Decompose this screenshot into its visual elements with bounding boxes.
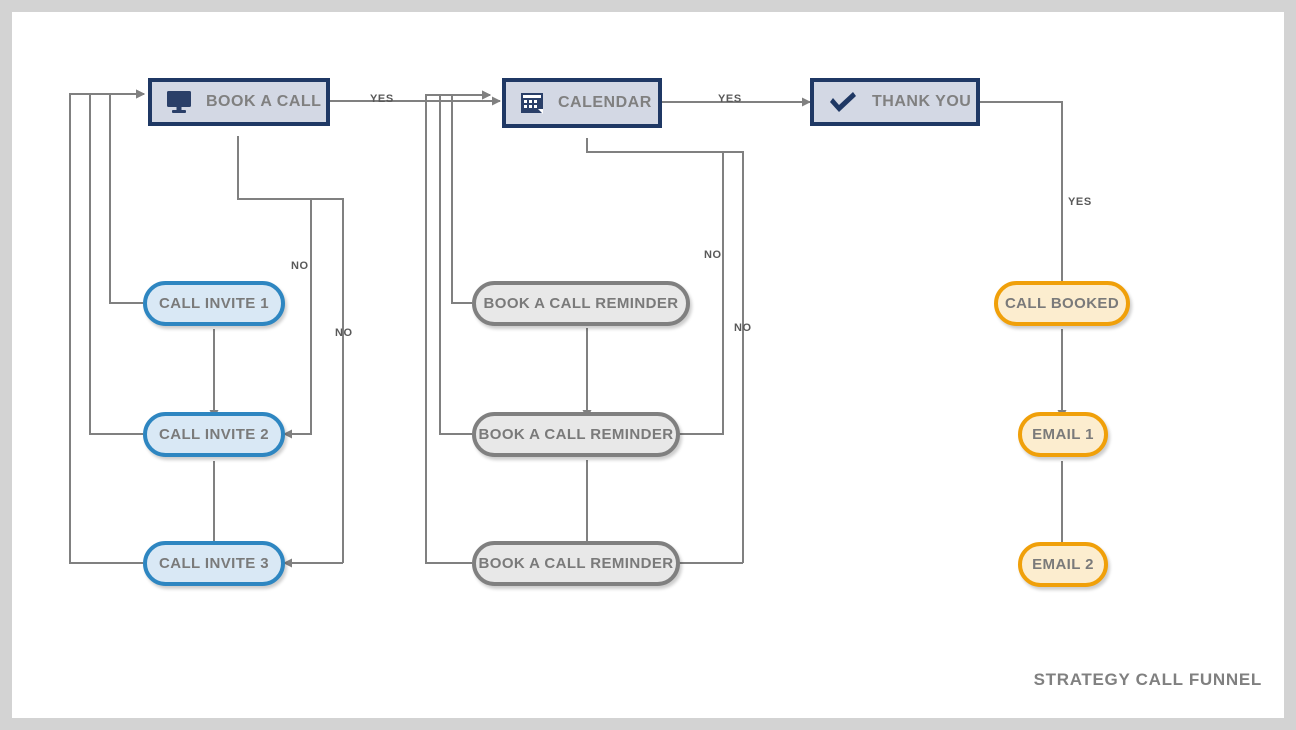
node-label: BOOK A CALL REMINDER bbox=[483, 295, 679, 312]
node-call-invite-1[interactable]: CALL INVITE 1 bbox=[143, 281, 285, 326]
node-label: BOOK A CALL REMINDER bbox=[478, 555, 674, 572]
edge-rem2-return bbox=[439, 90, 491, 435]
node-reminder-2[interactable]: BOOK A CALL REMINDER bbox=[472, 412, 680, 457]
node-reminder-1[interactable]: BOOK A CALL REMINDER bbox=[472, 281, 690, 326]
node-label: CALL BOOKED bbox=[1004, 295, 1120, 312]
edge-thankyou-yes-booked bbox=[980, 101, 1067, 292]
diagram-title: STRATEGY CALL FUNNEL bbox=[1033, 670, 1262, 689]
diagram-canvas: BOOK A CALL CALENDAR THANK bbox=[12, 12, 1284, 718]
edge-rem1-return bbox=[451, 90, 491, 304]
edge-invite1-return bbox=[109, 89, 145, 304]
node-email-1[interactable]: EMAIL 1 bbox=[1018, 412, 1108, 457]
node-label: THANK YOU bbox=[872, 93, 972, 110]
node-label: CALENDAR bbox=[558, 94, 652, 111]
edge-label-no-book-left: NO bbox=[291, 260, 309, 272]
node-call-booked[interactable]: CALL BOOKED bbox=[994, 281, 1130, 326]
edge-label-yes-thankyou-to-booked: YES bbox=[1068, 196, 1092, 208]
edge-label-no-calendar-right: NO bbox=[734, 322, 752, 334]
edge-invite3-return bbox=[69, 89, 145, 564]
node-call-invite-2[interactable]: CALL INVITE 2 bbox=[143, 412, 285, 457]
edge-invite2-return bbox=[89, 89, 145, 435]
node-label: BOOK A CALL REMINDER bbox=[478, 426, 674, 443]
node-label: CALL INVITE 3 bbox=[159, 555, 269, 572]
edge-label-no-book-right: NO bbox=[335, 327, 353, 339]
node-label: EMAIL 2 bbox=[1032, 556, 1094, 573]
node-email-2[interactable]: EMAIL 2 bbox=[1018, 542, 1108, 587]
calendar-icon bbox=[520, 91, 544, 115]
edge-label-yes-calendar-to-thankyou: YES bbox=[718, 93, 742, 105]
edge-label-no-calendar-left: NO bbox=[704, 249, 722, 261]
node-call-invite-3[interactable]: CALL INVITE 3 bbox=[143, 541, 285, 586]
node-book-a-call[interactable]: BOOK A CALL bbox=[148, 78, 330, 126]
node-reminder-3[interactable]: BOOK A CALL REMINDER bbox=[472, 541, 680, 586]
edge-book-no-branch-invite2 bbox=[283, 199, 312, 439]
node-calendar[interactable]: CALENDAR bbox=[502, 78, 662, 128]
node-label: CALL INVITE 2 bbox=[159, 426, 269, 443]
node-label: EMAIL 1 bbox=[1032, 426, 1094, 443]
monitor-icon bbox=[166, 90, 192, 114]
node-label: BOOK A CALL bbox=[206, 93, 322, 110]
edge-label-yes-book-to-calendar: YES bbox=[370, 93, 394, 105]
check-icon bbox=[828, 90, 858, 114]
edge-book-no-down bbox=[237, 136, 344, 563]
node-label: CALL INVITE 1 bbox=[159, 295, 269, 312]
node-thank-you[interactable]: THANK YOU bbox=[810, 78, 980, 126]
edge-rem3-return bbox=[425, 90, 491, 564]
edge-calendar-no-down bbox=[586, 138, 744, 563]
